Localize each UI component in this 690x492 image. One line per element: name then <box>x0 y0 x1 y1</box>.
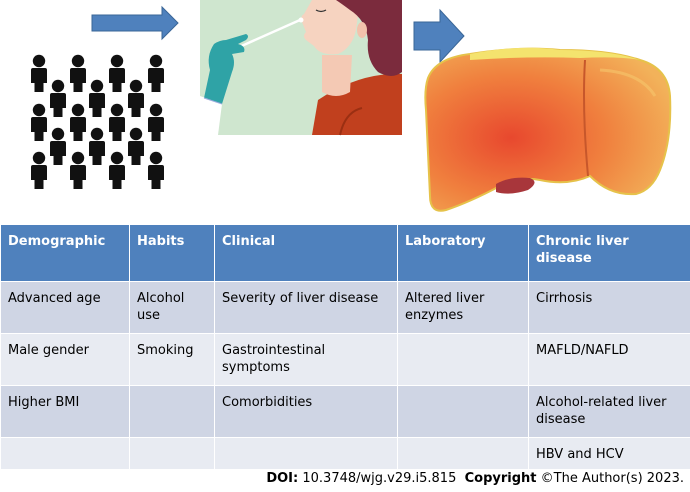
doi-label: DOI: <box>266 471 299 486</box>
header-clinical: Clinical <box>214 224 398 282</box>
header-laboratory: Laboratory <box>397 224 529 282</box>
table-cell <box>0 437 130 470</box>
copyright-label: Copyright <box>464 471 537 486</box>
table-cell: Alcohol-related liver disease <box>528 385 690 438</box>
table-row: Advanced age Alcohol use Severity of liv… <box>0 281 690 334</box>
table-cell: Higher BMI <box>0 385 130 438</box>
crowd-icon <box>31 54 164 189</box>
table-cell <box>397 333 529 386</box>
header-demographic: Demographic <box>0 224 130 282</box>
risk-factors-table: Demographic Habits Clinical Laboratory C… <box>0 224 690 470</box>
nasal-swab-test-icon <box>200 0 402 136</box>
table-cell: MAFLD/NAFLD <box>528 333 690 386</box>
arrow-right-icon <box>413 8 465 64</box>
doi-value: 10.3748/wjg.v29.i5.815 <box>302 471 457 486</box>
table-row: HBV and HCV <box>0 437 690 470</box>
table-cell: Male gender <box>0 333 130 386</box>
table-cell: Advanced age <box>0 281 130 334</box>
citation-footer: DOI: 10.3748/wjg.v29.i5.815 Copyright ©T… <box>266 471 684 486</box>
table-cell <box>129 385 215 438</box>
table-cell <box>214 437 398 470</box>
table-cell <box>397 437 529 470</box>
table-cell: Gastrointestinal symptoms <box>214 333 398 386</box>
table-row: Male gender Smoking Gastrointestinal sym… <box>0 333 690 386</box>
table-cell: Severity of liver disease <box>214 281 398 334</box>
table-cell <box>397 385 529 438</box>
table-row: Higher BMI Comorbidities Alcohol-related… <box>0 385 690 438</box>
table-cell: Alcohol use <box>129 281 215 334</box>
copyright-value: ©The Author(s) 2023. <box>540 471 684 486</box>
arrow-right-icon <box>91 5 179 41</box>
table-cell <box>129 437 215 470</box>
table-header-row: Demographic Habits Clinical Laboratory C… <box>0 224 690 282</box>
header-habits: Habits <box>129 224 215 282</box>
table-cell: HBV and HCV <box>528 437 690 470</box>
table-cell: Comorbidities <box>214 385 398 438</box>
table-cell: Smoking <box>129 333 215 386</box>
table-cell: Cirrhosis <box>528 281 690 334</box>
illustration-panel <box>31 0 672 212</box>
liver-icon <box>424 47 672 212</box>
table-cell: Altered liver enzymes <box>397 281 529 334</box>
header-chronic-liver-disease: Chronic liver disease <box>528 224 690 282</box>
